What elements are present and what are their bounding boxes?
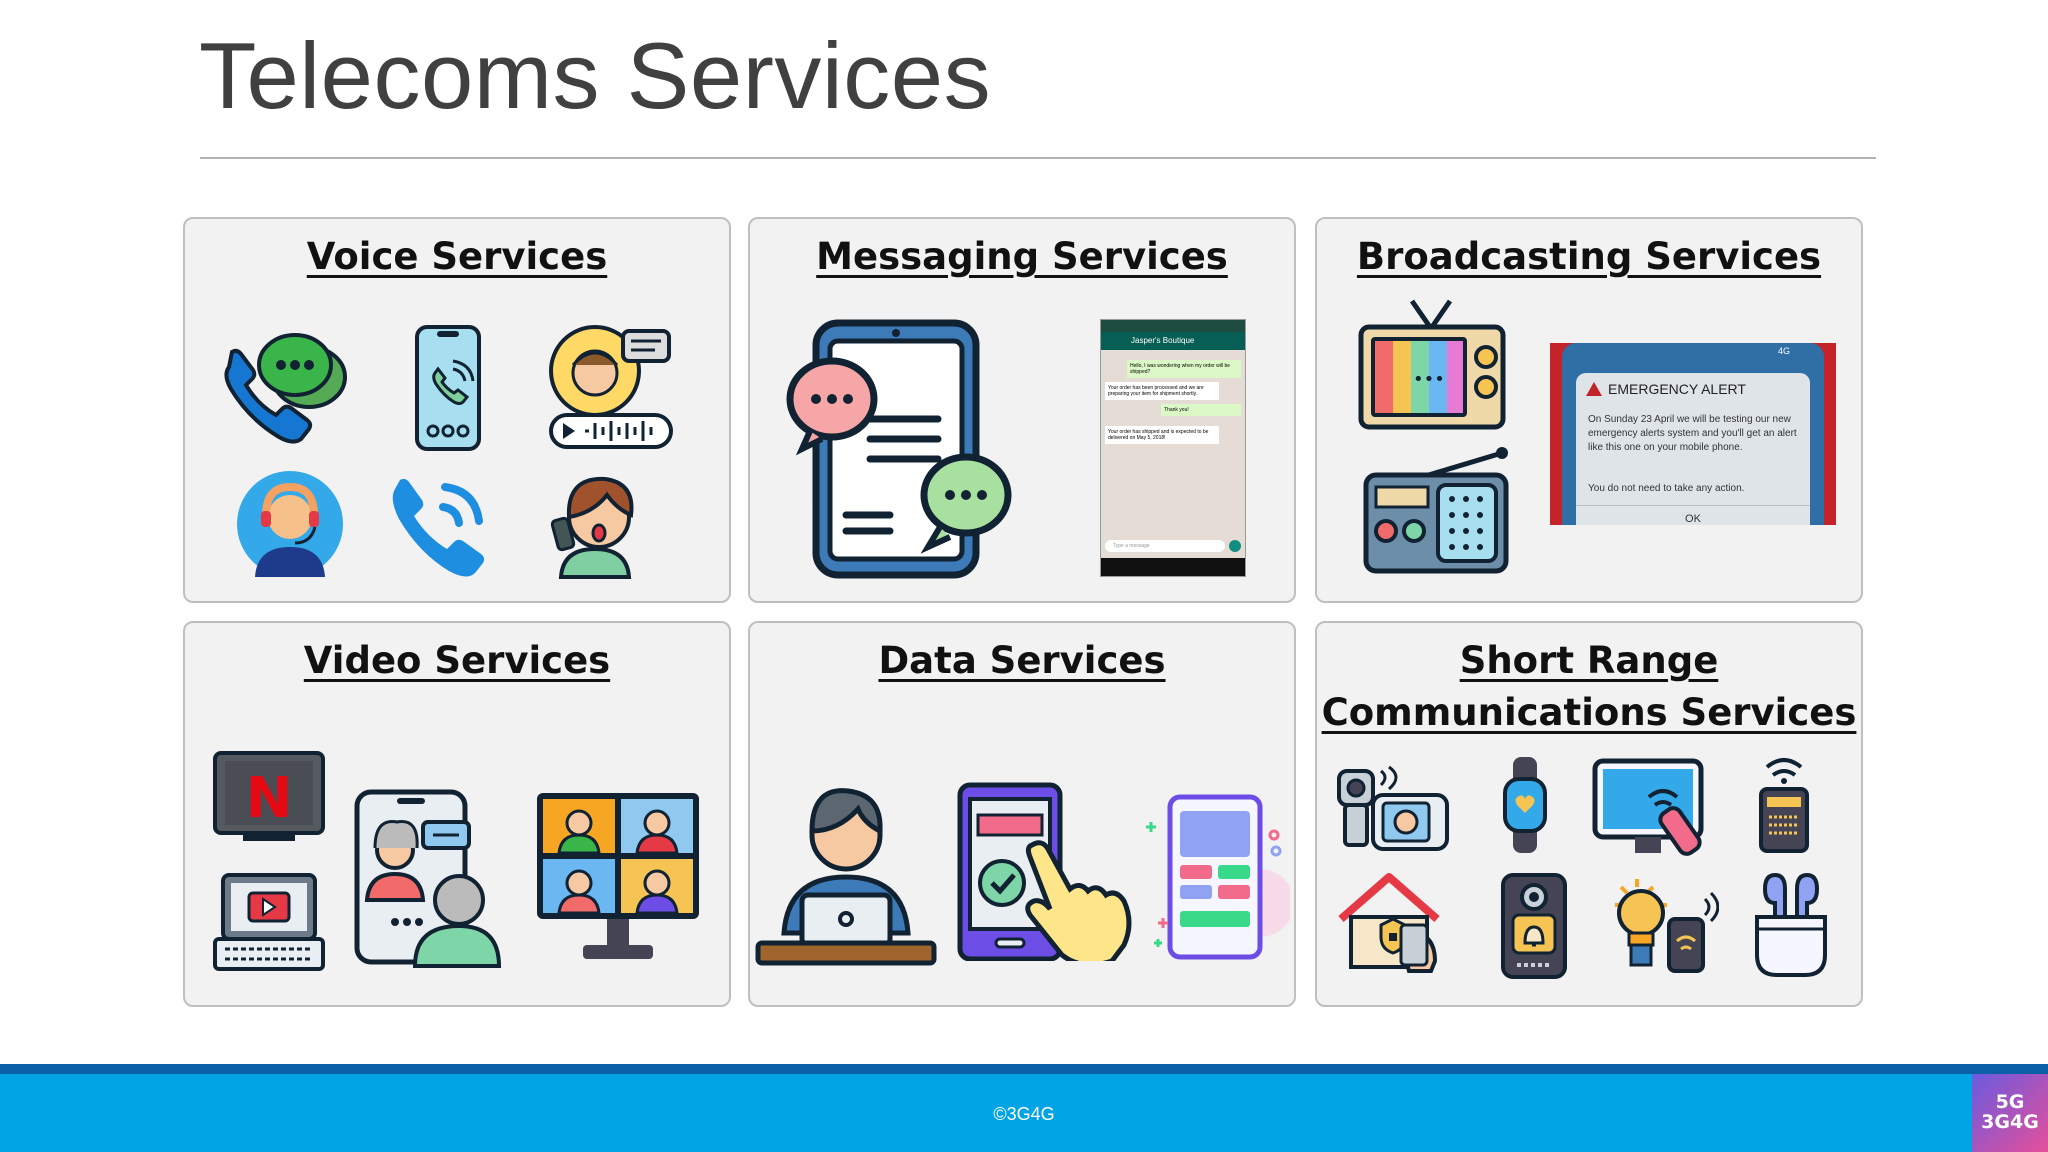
chat-message: Your order has been processed and we are… xyxy=(1105,382,1219,400)
chat-input: Type a message xyxy=(1105,540,1225,552)
brand-logo: 5G 3G4G xyxy=(1972,1074,2048,1152)
mobile-payment-tap-icon xyxy=(957,782,1132,961)
laptop-video-icon xyxy=(213,873,325,971)
footer-bar xyxy=(0,1074,2048,1152)
svg-text:•••: ••• xyxy=(1413,369,1445,390)
chat-contact-name: Jasper's Boutique xyxy=(1101,332,1245,350)
smartwatch-icon xyxy=(1503,757,1547,853)
alert-note: You do not need to take any action. xyxy=(1588,483,1745,494)
person-laptop-icon xyxy=(755,788,937,966)
video-doorbell-icon xyxy=(1501,873,1567,979)
voice-message-icon xyxy=(549,325,673,449)
logo-line2: 3G4G xyxy=(1981,1111,2039,1133)
phone-chat-icon xyxy=(224,333,347,444)
video-services-title: Video Services xyxy=(303,639,611,682)
video-call-phone-icon xyxy=(354,789,501,968)
warning-icon xyxy=(1586,382,1602,396)
wifi-router-icon xyxy=(1759,758,1809,853)
copyright-text: ©3G4G xyxy=(993,1104,1055,1124)
short-range-services-title: Short Range Communications Services xyxy=(1317,635,1861,739)
smart-tv-remote-icon xyxy=(1592,758,1704,856)
whatsapp-chat-screenshot: Jasper's Boutique Hello, I was wondering… xyxy=(1100,319,1246,577)
title-divider xyxy=(200,157,1876,159)
voice-services-title: Voice Services xyxy=(306,235,608,278)
person-on-phone-icon xyxy=(550,476,634,579)
wireless-earbuds-icon xyxy=(1755,872,1827,977)
network-indicator: 4G xyxy=(1777,346,1790,356)
short-range-services-panel: Short Range Communications Services xyxy=(1315,621,1863,1007)
broadcasting-services-title: Broadcasting Services xyxy=(1356,235,1822,278)
chat-message: Your order has shipped and is expected t… xyxy=(1105,426,1219,444)
data-services-title: Data Services xyxy=(878,639,1166,682)
emergency-alert-screenshot: 4G EMERGENCY ALERT On Sunday 23 April we… xyxy=(1550,343,1836,525)
short-range-title-line1: Short Range xyxy=(1459,639,1719,682)
smart-home-security-icon xyxy=(1338,873,1440,973)
smartphone-messages-icon xyxy=(786,319,1012,579)
smart-bulb-icon xyxy=(1615,879,1719,973)
mobile-app-dashboard-icon xyxy=(1146,794,1290,960)
messaging-services-panel: Messaging Services Jasper's Boutique Hel… xyxy=(748,217,1296,603)
messaging-services-title: Messaging Services xyxy=(816,235,1228,278)
chat-message: Hello, I was wondering when my order wil… xyxy=(1127,360,1241,378)
television-icon: ••• xyxy=(1358,299,1506,430)
logo-line1: 5G xyxy=(1995,1091,2025,1113)
smartphone-call-icon xyxy=(415,325,481,451)
chat-message: Thank you! xyxy=(1161,404,1241,416)
phone-ringing-icon xyxy=(392,478,485,577)
radio-icon xyxy=(1363,447,1509,574)
netflix-logo: N xyxy=(246,766,293,831)
footer-accent-bar xyxy=(0,1064,2048,1074)
voice-services-panel: Voice Services xyxy=(183,217,731,603)
alert-ok-button[interactable]: OK xyxy=(1685,513,1701,525)
call-center-agent-icon xyxy=(237,471,343,577)
slide-title: Telecoms Services xyxy=(199,23,992,128)
broadcasting-services-panel: Broadcasting Services ••• 4G EMERGENCY A… xyxy=(1315,217,1863,603)
alert-heading: EMERGENCY ALERT xyxy=(1608,381,1746,397)
netflix-tv-icon: N xyxy=(213,751,325,841)
data-services-panel: Data Services xyxy=(748,621,1296,1007)
alert-body: On Sunday 23 April we will be testing ou… xyxy=(1588,414,1797,453)
baby-monitor-icon xyxy=(1337,765,1449,851)
video-services-panel: Video Services N xyxy=(183,621,731,1007)
short-range-title-line2: Communications Services xyxy=(1321,691,1857,734)
video-conference-monitor-icon xyxy=(537,793,699,959)
